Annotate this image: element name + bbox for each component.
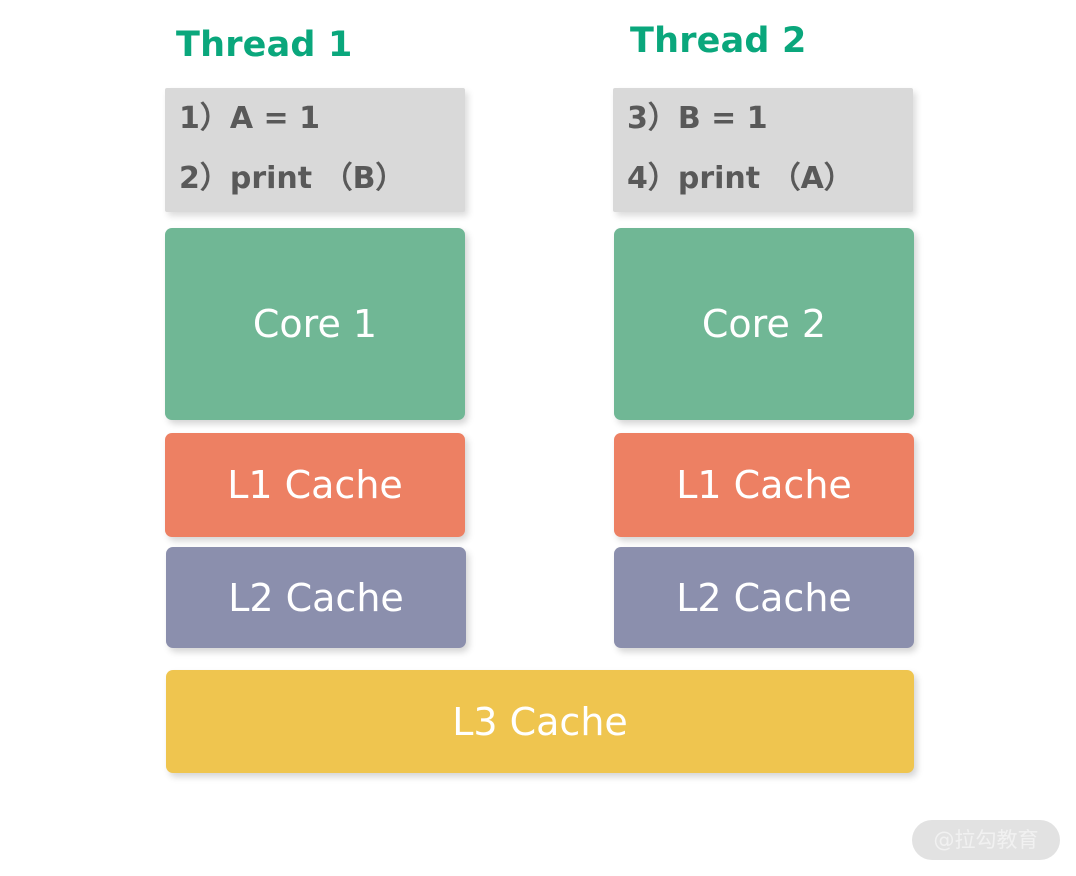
- watermark-badge: @拉勾教育: [912, 820, 1060, 860]
- code-line-text: A = 1: [229, 101, 320, 136]
- thread-1-l1-cache-label: L1 Cache: [227, 463, 403, 507]
- core-1-label: Core 1: [252, 302, 378, 346]
- thread-2-code-box: 3）B = 1 4）print （A）: [613, 88, 913, 212]
- core-2-label: Core 2: [701, 302, 827, 346]
- code-line-text: B = 1: [677, 101, 768, 136]
- thread-2-l2-cache-block: L2 Cache: [614, 547, 914, 648]
- l3-cache-label: L3 Cache: [452, 699, 628, 744]
- watermark-text: @拉勾教育: [933, 827, 1039, 852]
- l3-cache-block: L3 Cache: [166, 670, 914, 773]
- thread-2-heading: Thread 2: [630, 21, 807, 61]
- code-line-number: 4）: [627, 161, 678, 196]
- thread-1-l1-cache-block: L1 Cache: [165, 433, 465, 537]
- thread-1-l2-cache-label: L2 Cache: [228, 575, 404, 620]
- thread-2-l1-cache-label: L1 Cache: [676, 463, 852, 507]
- code-line-number: 2）: [179, 161, 230, 196]
- code-line-text: print （B）: [229, 161, 406, 196]
- thread-1-code-line: 2）print （B）: [179, 164, 465, 194]
- core-2-block: Core 2: [614, 228, 914, 420]
- thread-1-l2-cache-block: L2 Cache: [166, 547, 466, 648]
- thread-1-code-line: 1）A = 1: [179, 104, 465, 134]
- code-line-number: 3）: [627, 101, 678, 136]
- thread-2-code-line: 3）B = 1: [627, 104, 913, 134]
- code-line-number: 1）: [179, 101, 230, 136]
- thread-2-l2-cache-label: L2 Cache: [676, 575, 852, 620]
- thread-1-heading: Thread 1: [176, 25, 353, 65]
- thread-1-code-box: 1）A = 1 2）print （B）: [165, 88, 465, 212]
- thread-2-l1-cache-block: L1 Cache: [614, 433, 914, 537]
- core-1-block: Core 1: [165, 228, 465, 420]
- thread-2-code-line: 4）print （A）: [627, 164, 913, 194]
- code-line-text: print （A）: [677, 161, 854, 196]
